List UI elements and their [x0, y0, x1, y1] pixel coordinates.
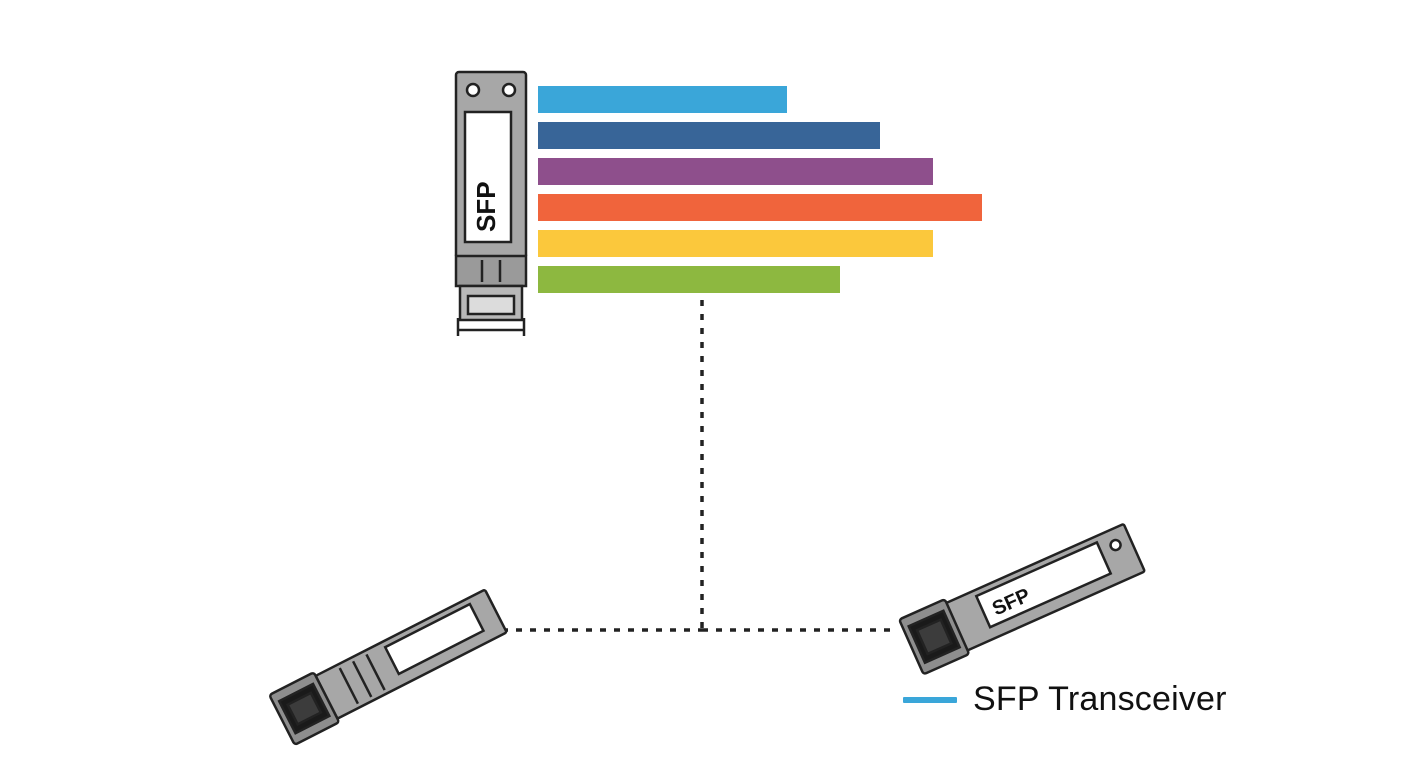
screw-hole-left — [465, 82, 481, 98]
vent-line — [338, 667, 360, 705]
bar-5 — [538, 230, 933, 257]
label-plate — [974, 540, 1113, 629]
latch-window — [466, 294, 516, 316]
label-plate — [383, 602, 486, 676]
port-inner — [915, 617, 953, 656]
legend-label: SFP Transceiver — [973, 680, 1227, 718]
bail-handle — [456, 318, 526, 336]
bar-3 — [538, 158, 933, 185]
vent-line — [351, 660, 373, 698]
port-inner — [286, 691, 323, 726]
legend: SFP Transceiver — [903, 680, 1227, 719]
screw-hole — [1109, 538, 1122, 552]
label-plate — [463, 110, 513, 244]
screw-hole-right — [501, 82, 517, 98]
sfp-module-right: SFP — [898, 523, 1146, 675]
module-cage — [454, 254, 528, 288]
sfp-module-left — [269, 589, 508, 746]
bar-1 — [538, 86, 787, 113]
bar-group — [538, 86, 982, 293]
connection-lines — [502, 300, 892, 632]
legend-line-icon — [903, 696, 957, 703]
top-module-label: SFP — [471, 181, 501, 232]
bar-2 — [538, 122, 880, 149]
vent-line — [365, 653, 386, 691]
sfp-module-top: SFP — [454, 70, 528, 336]
bar-6 — [538, 266, 840, 293]
bar-4 — [538, 194, 982, 221]
